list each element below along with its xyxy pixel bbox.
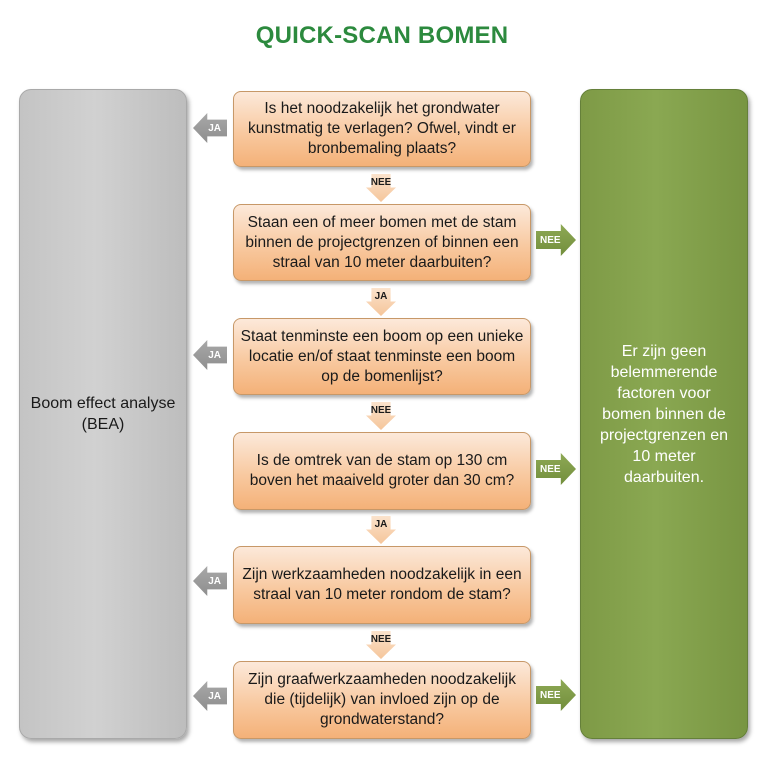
down-arrow-1: NEE — [366, 174, 396, 202]
left-arrow-2: JA — [193, 340, 227, 370]
question-box-2: Staan een of meer bomen met de stam binn… — [233, 204, 531, 281]
right-arrow-2: NEE — [536, 453, 576, 485]
bea-outcome-box: Boom effect analyse (BEA) — [19, 89, 187, 739]
question-box-6: Zijn graafwerkzaamheden noodzakelijk die… — [233, 661, 531, 739]
down-arrow-5: NEE — [366, 631, 396, 659]
right-arrow-3: NEE — [536, 679, 576, 711]
left-arrow-1: JA — [193, 113, 227, 143]
down-arrow-4: JA — [366, 516, 396, 544]
no-obstacles-outcome-box: Er zijn geen belemmerende factoren voor … — [580, 89, 748, 739]
left-arrow-3: JA — [193, 566, 227, 596]
question-box-1: Is het noodzakelijk het grondwater kunst… — [233, 91, 531, 167]
down-arrow-2: JA — [366, 288, 396, 316]
left-arrow-4: JA — [193, 681, 227, 711]
diagram-title: QUICK-SCAN BOMEN — [255, 22, 509, 49]
right-arrow-1: NEE — [536, 224, 576, 256]
question-box-4: Is de omtrek van de stam op 130 cm boven… — [233, 432, 531, 510]
down-arrow-3: NEE — [366, 402, 396, 430]
question-box-3: Staat tenminste een boom op een unieke l… — [233, 318, 531, 395]
question-box-5: Zijn werkzaamheden noodzakelijk in een s… — [233, 546, 531, 624]
